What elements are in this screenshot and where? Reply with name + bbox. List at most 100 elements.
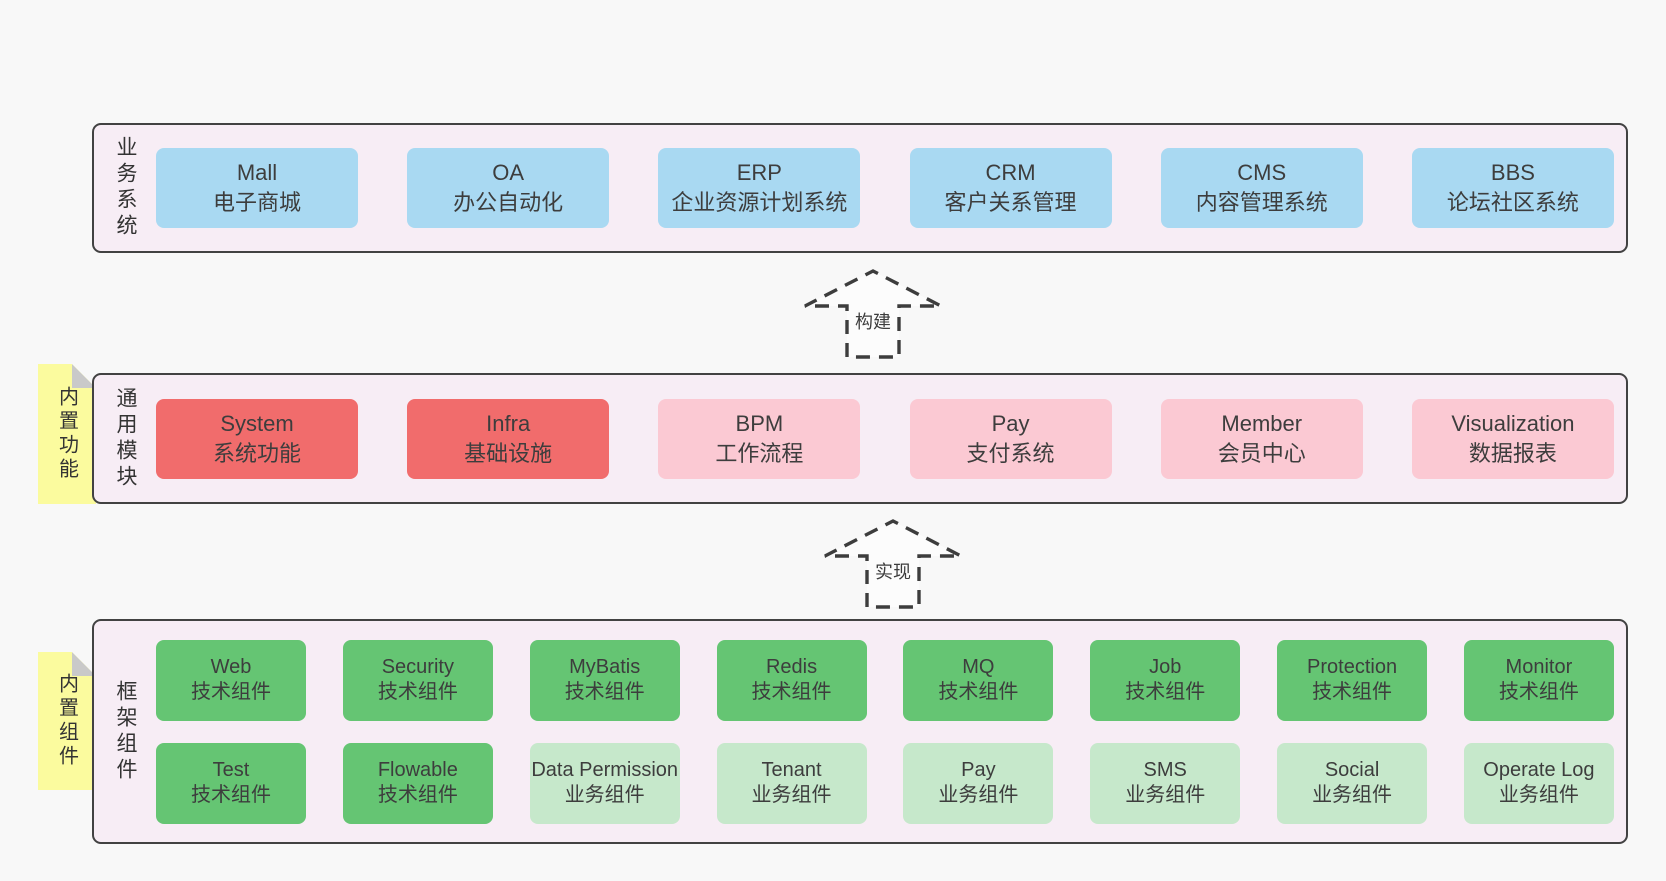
module-title: SMS <box>1143 759 1187 781</box>
module-subtitle: 技术组件 <box>191 681 271 703</box>
module-title: BBS <box>1490 160 1535 185</box>
module-subtitle: 业务组件 <box>1498 784 1579 806</box>
module-box-mybatis: MyBatis 技术组件 <box>529 639 680 721</box>
module-subtitle: 业务组件 <box>1125 784 1206 806</box>
module-subtitle: 业务组件 <box>564 784 645 806</box>
module-box-cms: CMS 内容管理系统 <box>1160 148 1363 228</box>
dashed-up-arrow-implement: 实现 <box>818 518 968 610</box>
module-box-bbs: BBS 论坛社区系统 <box>1411 148 1614 228</box>
module-title: MQ <box>962 656 995 678</box>
module-title: Member <box>1221 410 1303 436</box>
module-box-mq: MQ 技术组件 <box>903 639 1054 721</box>
band-label-common-modules: 通用模块 <box>114 386 137 491</box>
module-box-member: Member 会员中心 <box>1160 398 1363 479</box>
module-subtitle: 技术组件 <box>377 784 458 806</box>
module-subtitle: 技术组件 <box>1125 681 1206 703</box>
module-title: Data Permission <box>531 759 679 781</box>
band-content: Mall 电子商城 OA 办公自动化 ERP 企业资源计划系统 CRM 客户关系管理 CMS 内容… <box>156 125 1626 251</box>
module-subtitle: 办公自动化 <box>453 190 564 215</box>
module-title: Flowable <box>377 759 458 781</box>
module-subtitle: 业务组件 <box>938 784 1019 806</box>
module-box-data-permission: Data Permission 业务组件 <box>529 742 680 824</box>
arrow-label-text: 实现 <box>873 562 913 582</box>
module-subtitle: 数据报表 <box>1468 440 1557 466</box>
module-box-web: Web 技术组件 <box>156 639 306 721</box>
module-subtitle: 基础设施 <box>464 440 553 466</box>
module-box-pay: Pay 业务组件 <box>903 742 1054 824</box>
module-subtitle: 电子商城 <box>212 190 301 215</box>
module-subtitle: 支付系统 <box>966 440 1055 466</box>
module-subtitle: 企业资源计划系统 <box>671 190 848 215</box>
band-business-systems: 业务系统 Mall 电子商城 OA 办公自动化 ERP 企业资源计划系统 CRM 客户关系管理… <box>92 123 1628 253</box>
module-box-erp: ERP 企业资源计划系统 <box>658 148 861 228</box>
module-title: System <box>220 410 294 436</box>
module-title: MyBatis <box>569 656 641 678</box>
module-box-operate-log: Operate Log 业务组件 <box>1463 742 1614 824</box>
module-title: Pay <box>961 759 996 781</box>
module-title: CRM <box>985 160 1036 185</box>
band-label-business-systems: 业务系统 <box>114 136 137 240</box>
module-subtitle: 工作流程 <box>715 440 804 466</box>
module-subtitle: 业务组件 <box>1312 784 1393 806</box>
module-title: Visualization <box>1451 410 1575 436</box>
module-box-flowable: Flowable 技术组件 <box>342 742 493 824</box>
module-title: Protection <box>1307 656 1398 678</box>
band-label-framework-components: 框架组件 <box>114 679 137 784</box>
arrow-label-build: 构建 <box>798 308 948 334</box>
module-box-visualization: Visualization 数据报表 <box>1411 398 1614 479</box>
module-title: Security <box>381 656 454 678</box>
sticky-note-built-in-features: 内置功能 <box>38 364 96 504</box>
module-title: Social <box>1324 759 1380 781</box>
module-title: BPM <box>735 410 784 436</box>
arrow-label-implement: 实现 <box>818 558 968 584</box>
module-box-crm: CRM 客户关系管理 <box>909 148 1112 228</box>
module-subtitle: 会员中心 <box>1217 440 1306 466</box>
module-subtitle: 系统功能 <box>212 440 301 466</box>
module-title: Operate Log <box>1483 759 1595 781</box>
module-box-system: System 系统功能 <box>156 398 358 479</box>
module-title: CMS <box>1237 160 1287 185</box>
module-title: Mall <box>236 160 278 185</box>
module-box-redis: Redis 技术组件 <box>716 639 867 721</box>
module-subtitle: 论坛社区系统 <box>1446 190 1579 215</box>
arrow-label-text: 构建 <box>853 312 893 332</box>
module-subtitle: 业务组件 <box>751 784 832 806</box>
module-subtitle: 内容管理系统 <box>1195 190 1328 215</box>
module-box-monitor: Monitor 技术组件 <box>1463 639 1614 721</box>
module-subtitle: 客户关系管理 <box>944 190 1077 215</box>
dashed-up-arrow-build: 构建 <box>798 268 948 360</box>
module-box-sms: SMS 业务组件 <box>1090 742 1241 824</box>
module-box-job: Job 技术组件 <box>1090 639 1241 721</box>
module-title: Job <box>1149 656 1182 678</box>
module-box-mall: Mall 电子商城 <box>156 148 358 228</box>
module-title: Redis <box>765 656 818 678</box>
module-title: Infra <box>486 410 531 436</box>
module-subtitle: 技术组件 <box>938 681 1019 703</box>
module-title: ERP <box>736 160 782 185</box>
module-row: Mall 电子商城 OA 办公自动化 ERP 企业资源计划系统 CRM 客户关系管理 CMS 内容… <box>156 148 1614 228</box>
module-subtitle: 技术组件 <box>751 681 832 703</box>
module-box-social: Social 业务组件 <box>1277 742 1428 824</box>
sticky-note-built-in-components: 内置组件 <box>38 652 96 790</box>
module-subtitle: 技术组件 <box>377 681 458 703</box>
module-title: Web <box>210 656 252 678</box>
module-subtitle: 技术组件 <box>1498 681 1579 703</box>
module-box-infra: Infra 基础设施 <box>407 398 610 479</box>
module-subtitle: 技术组件 <box>564 681 645 703</box>
module-title: OA <box>492 160 525 185</box>
module-box-test: Test 技术组件 <box>156 742 306 824</box>
module-title: Monitor <box>1505 656 1573 678</box>
module-box-bpm: BPM 工作流程 <box>658 398 861 479</box>
module-subtitle: 技术组件 <box>191 784 271 806</box>
module-title: Test <box>212 759 250 781</box>
